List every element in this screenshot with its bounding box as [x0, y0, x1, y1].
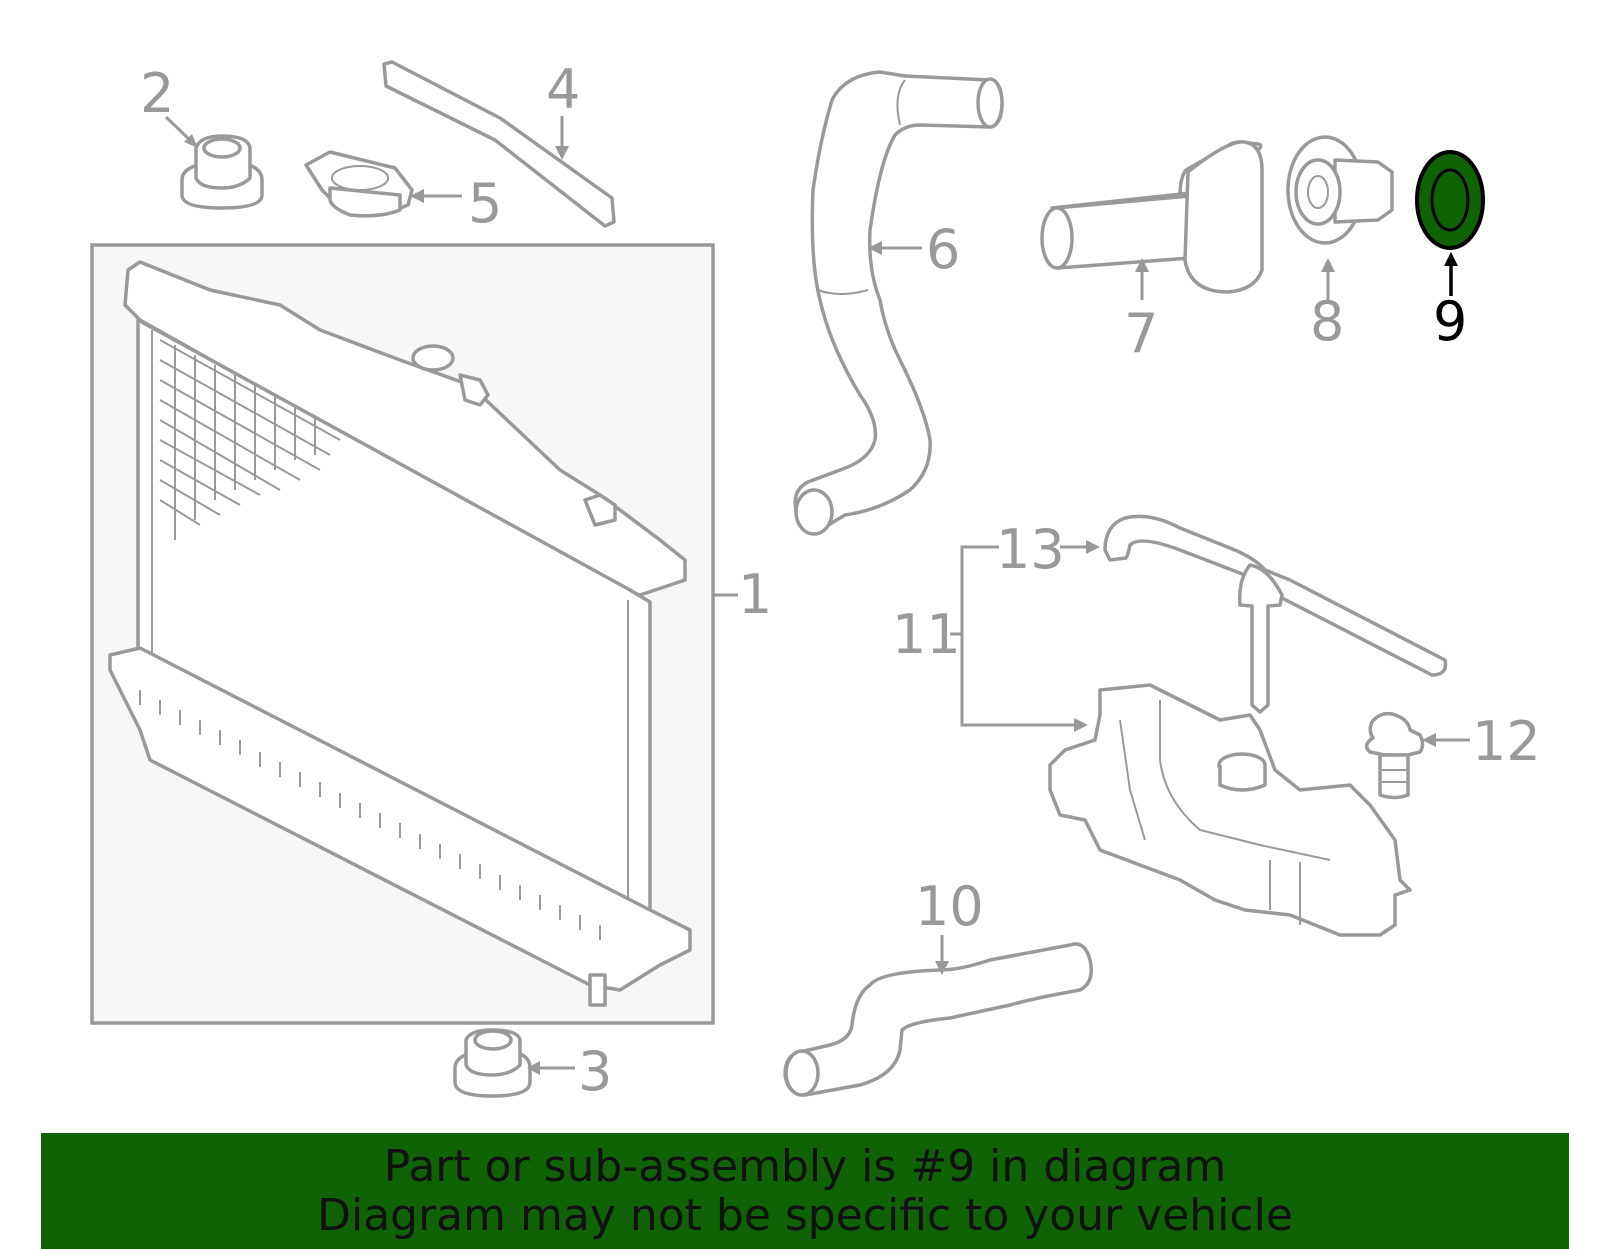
part-6-upper-hose [793, 70, 1004, 536]
part-5-cap [304, 150, 414, 218]
callout-8: 8 [1310, 290, 1344, 353]
part-10-lower-hose [783, 942, 1093, 1097]
callout-7: 7 [1124, 302, 1158, 365]
callout-5: 5 [468, 172, 502, 235]
part-13-overflow-hose [1103, 514, 1448, 714]
info-banner: Part or sub-assembly is #9 in diagram Di… [41, 1133, 1569, 1249]
callout-13: 13 [996, 518, 1065, 581]
part-1-radiator [90, 243, 715, 1025]
callout-9: 9 [1433, 290, 1467, 353]
callout-12: 12 [1472, 710, 1541, 773]
callout-10: 10 [915, 875, 984, 938]
part-9-gasket-highlighted [1415, 150, 1485, 250]
banner-line-2: Diagram may not be specific to your vehi… [317, 1190, 1293, 1241]
callout-3: 3 [578, 1040, 612, 1103]
part-12-bolt [1364, 711, 1425, 800]
callout-4: 4 [546, 58, 580, 121]
callout-11: 11 [892, 603, 961, 666]
banner-line-1: Part or sub-assembly is #9 in diagram [383, 1141, 1227, 1192]
part-7-water-inlet [1040, 140, 1264, 294]
part-2-cushion [180, 134, 264, 210]
bracket-11 [960, 545, 1075, 727]
part-4-seal [382, 60, 616, 228]
part-11-reservoir [1048, 683, 1412, 937]
callout-2: 2 [140, 62, 174, 125]
part-8-thermostat [1286, 135, 1394, 245]
callout-1: 1 [738, 563, 772, 626]
part-3-cushion [453, 1028, 532, 1098]
callout-6: 6 [926, 218, 960, 281]
